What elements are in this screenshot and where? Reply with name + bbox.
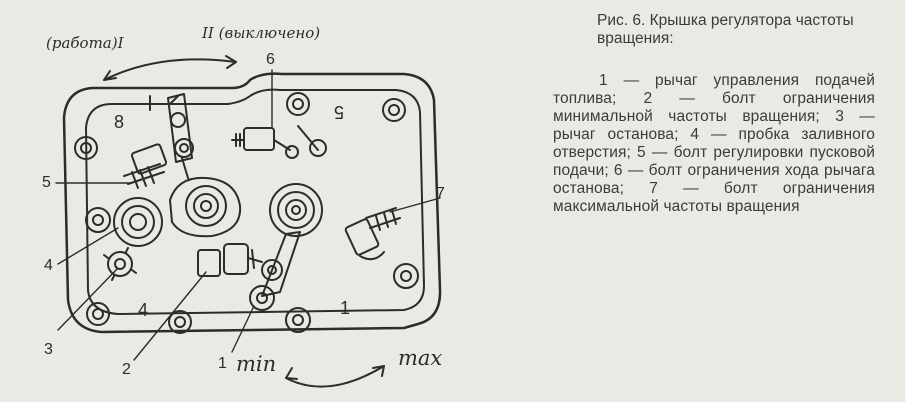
leader-2 xyxy=(133,271,207,361)
figure-caption: Рис. 6. Крышка регулятора частоты вращен… xyxy=(553,12,875,216)
upper-lever xyxy=(167,93,194,179)
max-speed-bolt xyxy=(344,207,401,261)
start-feed-bolt xyxy=(123,143,168,189)
stop-lever-hub xyxy=(103,247,137,281)
bolt-top-right xyxy=(382,98,406,122)
callout-7: 7 xyxy=(436,185,445,202)
bolt-top-mid xyxy=(286,92,310,116)
leader-1 xyxy=(231,305,255,353)
bolt-right xyxy=(393,263,419,289)
speed-control-arrow xyxy=(285,365,385,388)
regulator-cover-drawing xyxy=(55,55,442,388)
bolt-left xyxy=(85,207,111,233)
figure-regulator-cover: (работа)I II (выключено) min max 1 2 3 4… xyxy=(42,24,445,388)
corner-mark-5: 5 xyxy=(334,102,345,122)
bolt-bottom-right xyxy=(285,307,311,333)
bolt-bottom-mid xyxy=(168,310,192,334)
label-mode-work: (работа)I xyxy=(46,34,124,52)
label-mode-off: II (выключено) xyxy=(202,24,321,42)
callout-4: 4 xyxy=(44,257,53,274)
cover-outline xyxy=(62,72,442,334)
caption-body: 1 — рычаг управления подачей топлива; 2 … xyxy=(553,72,875,215)
governor-housing-right xyxy=(269,183,323,237)
regulator-mechanisms xyxy=(103,93,401,311)
callout-3: 3 xyxy=(44,341,53,358)
callout-1: 1 xyxy=(218,355,227,372)
bolt-bottom-left xyxy=(86,302,110,326)
min-speed-bolt xyxy=(197,243,263,277)
corner-bolts xyxy=(74,92,419,334)
fuel-control-lever xyxy=(249,231,301,311)
callout-2: 2 xyxy=(122,361,131,378)
leader-3 xyxy=(57,267,119,331)
label-speed-min: min xyxy=(236,352,277,376)
corner-mark-4: 4 xyxy=(138,300,149,320)
callout-6: 6 xyxy=(266,51,275,68)
callout-5: 5 xyxy=(42,174,51,191)
mode-switch-arrow xyxy=(103,55,237,81)
corner-mark-8: 8 xyxy=(114,112,125,132)
caption-title: Рис. 6. Крышка регулятора частоты вращен… xyxy=(597,12,854,47)
leader-lines xyxy=(55,69,441,361)
label-speed-max: max xyxy=(398,346,443,370)
leader-7 xyxy=(389,197,441,213)
filler-plug xyxy=(113,197,163,247)
bolt-top-left xyxy=(74,136,98,160)
governor-housing-center xyxy=(169,176,242,238)
stop-travel-bolt xyxy=(231,125,327,159)
leader-4 xyxy=(57,227,119,265)
corner-mark-1: 1 xyxy=(340,298,351,318)
